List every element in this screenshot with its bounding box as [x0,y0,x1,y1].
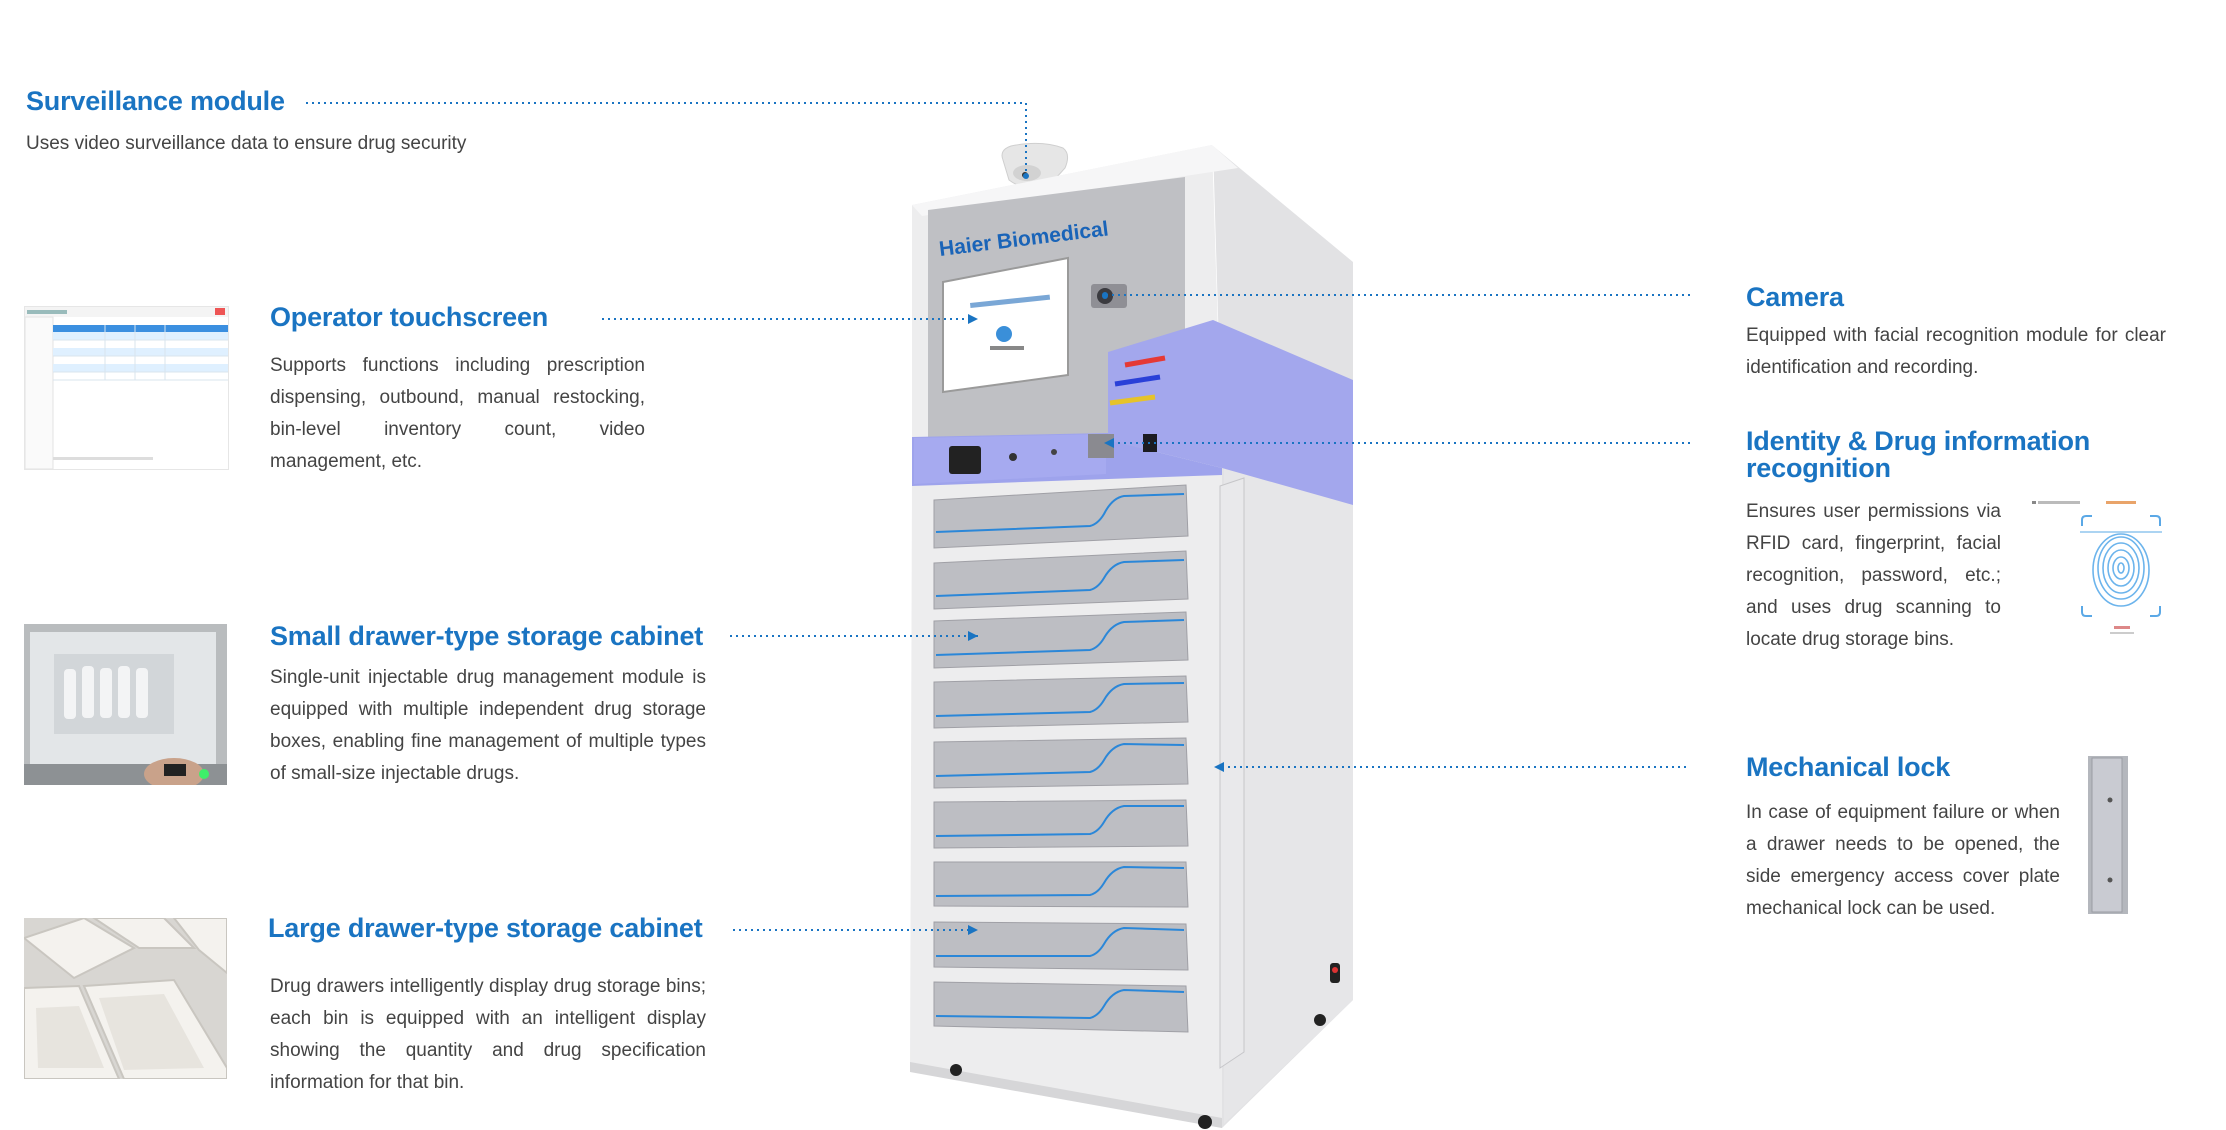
identity-desc: Ensures user permissions via RFID card, … [1746,501,2001,650]
camera-desc: Equipped with facial recognition module … [1746,325,2166,378]
large-drawer-title: Large drawer-type storage cabinet [268,913,703,943]
lock-desc: In case of equipment failure or when a d… [1746,802,2060,919]
camera-title: Camera [1746,282,1844,312]
small-drawer-photo [24,624,227,785]
identity-title: Identity & Drug information recognition [1746,426,2091,483]
large-drawer-photo [24,918,227,1079]
touchscreen-ui-thumbnail [24,306,229,470]
lock-title: Mechanical lock [1746,752,1951,782]
drawer-stack [933,484,1189,1033]
surveillance-title: Surveillance module [26,86,285,116]
touchscreen-desc: Supports functions including prescriptio… [270,355,645,472]
fingerprint-scan-thumbnail [2030,498,2170,640]
reader-icons [949,434,1157,474]
surveillance-desc: Uses video surveillance data to ensure d… [26,133,467,154]
small-drawer-title: Small drawer-type storage cabinet [270,621,704,651]
drug-cabinet-illustration: Haier Biomedical [910,142,1353,1129]
operator-touchscreen-icon [942,256,1069,394]
mechanical-lock-photo [2088,756,2128,914]
touchscreen-title: Operator touchscreen [270,302,549,332]
small-drawer-desc: Single-unit injectable drug management m… [270,667,706,784]
large-drawer-desc: Drug drawers intelligently display drug … [270,976,706,1093]
